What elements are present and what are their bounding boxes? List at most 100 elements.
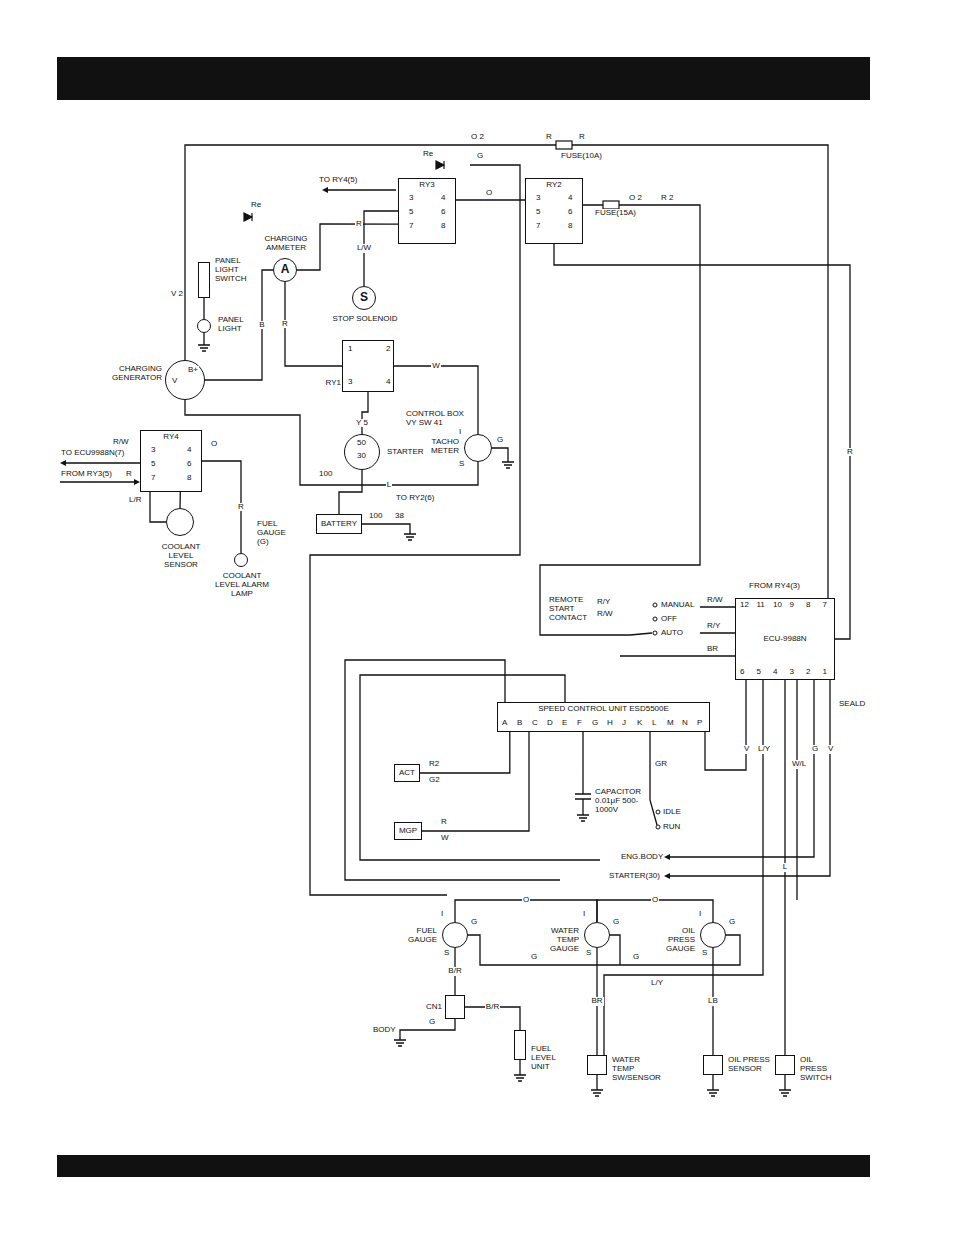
wire-label: 3 [150, 446, 156, 455]
diode-symbol [244, 161, 444, 221]
wire-label: 6 [440, 208, 446, 217]
wire-label: Re [422, 150, 434, 159]
wire-label: S [701, 949, 708, 958]
wire-connector [422, 732, 529, 831]
wire-label: G [612, 918, 620, 927]
wire-label: I [582, 910, 586, 919]
wire-label: 2 [385, 345, 391, 354]
component-circle: FUEL GAUGE [442, 922, 468, 948]
wire-label: IDLE [662, 808, 682, 817]
wire-label: 6 [567, 208, 573, 217]
wire-label: P [696, 719, 703, 728]
wire-label: FUEL GAUGE (G) [256, 520, 294, 546]
wire-color-code: R [281, 320, 289, 329]
wire-label: 8 [567, 222, 573, 231]
wire-connector [420, 732, 510, 773]
wire-label: GR [654, 760, 668, 769]
component-box: CN1 [445, 995, 465, 1019]
wire-label: AUTO [660, 629, 684, 638]
wire-label: 5 [150, 460, 156, 469]
wire-color-code: B [258, 321, 265, 330]
wire-label: 6 [739, 668, 745, 677]
wire-label: 4 [440, 194, 446, 203]
wire-label: MANUAL [660, 601, 695, 610]
wire-color-code: R [355, 220, 363, 229]
wire-label: J [621, 719, 627, 728]
switch-contact [653, 631, 657, 635]
ground-symbol [198, 345, 791, 1096]
wire-label: 8 [440, 222, 446, 231]
wire-color-code: L/W [356, 244, 372, 253]
wire-label: R [545, 133, 553, 142]
component-circle: COOLANT LEVEL ALARM LAMP [234, 553, 248, 567]
wire-label: G [428, 1018, 436, 1027]
component-heading: COOLANT LEVEL ALARM LAMP [211, 572, 273, 598]
wire-label: B [516, 719, 523, 728]
component-heading: STOP SOLENOID [331, 315, 399, 324]
wire-label: L [651, 719, 657, 728]
wire-label: R/Y [596, 598, 611, 607]
switch-contact [656, 810, 660, 814]
component-label: MGP [399, 827, 417, 836]
wire-label: G [530, 953, 538, 962]
switch-contact [653, 603, 657, 607]
wire-label: R2 [428, 760, 440, 769]
component-circle: TACHO METER [464, 434, 492, 462]
wire-label: CAPACITOR 0.01μF 500-1000V [594, 788, 644, 814]
component-heading: RY1 [321, 379, 341, 388]
component-circle: COOLANT LEVEL SENSOR [166, 508, 194, 536]
component-box: OIL PRESS SENSOR [703, 1055, 723, 1075]
wire-label: 4 [772, 668, 778, 677]
wire-label: 30 [356, 452, 367, 461]
wire-color-code: R [237, 503, 245, 512]
component-box: WATER TEMP SW/SENSOR [587, 1055, 607, 1075]
component-label: A [281, 263, 290, 276]
wire-label: 8 [186, 474, 192, 483]
wire-label: I [440, 910, 444, 919]
component-heading: RY4 [163, 433, 178, 442]
wire-label: M [666, 719, 675, 728]
wire-label: V 2 [170, 290, 184, 299]
component-box: ACT [394, 764, 420, 782]
wire-label: N [681, 719, 689, 728]
wire-label: G [632, 953, 640, 962]
wire-label: G [496, 436, 504, 445]
component-heading: OIL PRESS SENSOR [728, 1056, 770, 1074]
wire-color-code: B/R [447, 967, 462, 976]
wire-label: ENG.BODY [620, 853, 664, 862]
wire-label: 7 [408, 222, 414, 231]
wire-label: Re [250, 201, 262, 210]
wire-label: 12 [739, 601, 750, 610]
wire-label: V [171, 377, 178, 386]
wire-label: 50 [356, 439, 367, 448]
wire-label: D [546, 719, 554, 728]
wire-label: FUSE(10A) [560, 152, 603, 161]
wire-color-code: L [386, 481, 392, 490]
wire-label: 3 [789, 668, 795, 677]
wire-label: K [636, 719, 643, 728]
wire-label: 3 [347, 378, 353, 387]
wire-label: TO ECU9988N(7) [60, 449, 125, 458]
wire-color-code: O [522, 896, 530, 905]
component-box: BATTERY [316, 514, 362, 534]
component-circle: PANEL LIGHT [197, 319, 211, 333]
wire-label: I [698, 910, 702, 919]
component-box: MGP [394, 822, 422, 840]
wire-label: 5 [756, 668, 762, 677]
switch-contact [653, 617, 657, 621]
component-heading: CHARGING AMMETER [254, 235, 318, 253]
wire-label: OFF [660, 615, 678, 624]
component-box: SPEED CONTROL UNIT ESD5500E [497, 702, 710, 732]
wire-label: 7 [535, 222, 541, 231]
wire-label: G [728, 918, 736, 927]
wire-label: F [576, 719, 583, 728]
wire-label: 4 [186, 446, 192, 455]
switch-contact [656, 825, 660, 829]
wire-label: 5 [408, 208, 414, 217]
wire-label: R [578, 133, 586, 142]
wire-label: BODY [372, 1026, 397, 1035]
component-heading: PANEL LIGHT [218, 316, 254, 334]
header-bar [57, 57, 870, 100]
wire-label: 4 [567, 194, 573, 203]
